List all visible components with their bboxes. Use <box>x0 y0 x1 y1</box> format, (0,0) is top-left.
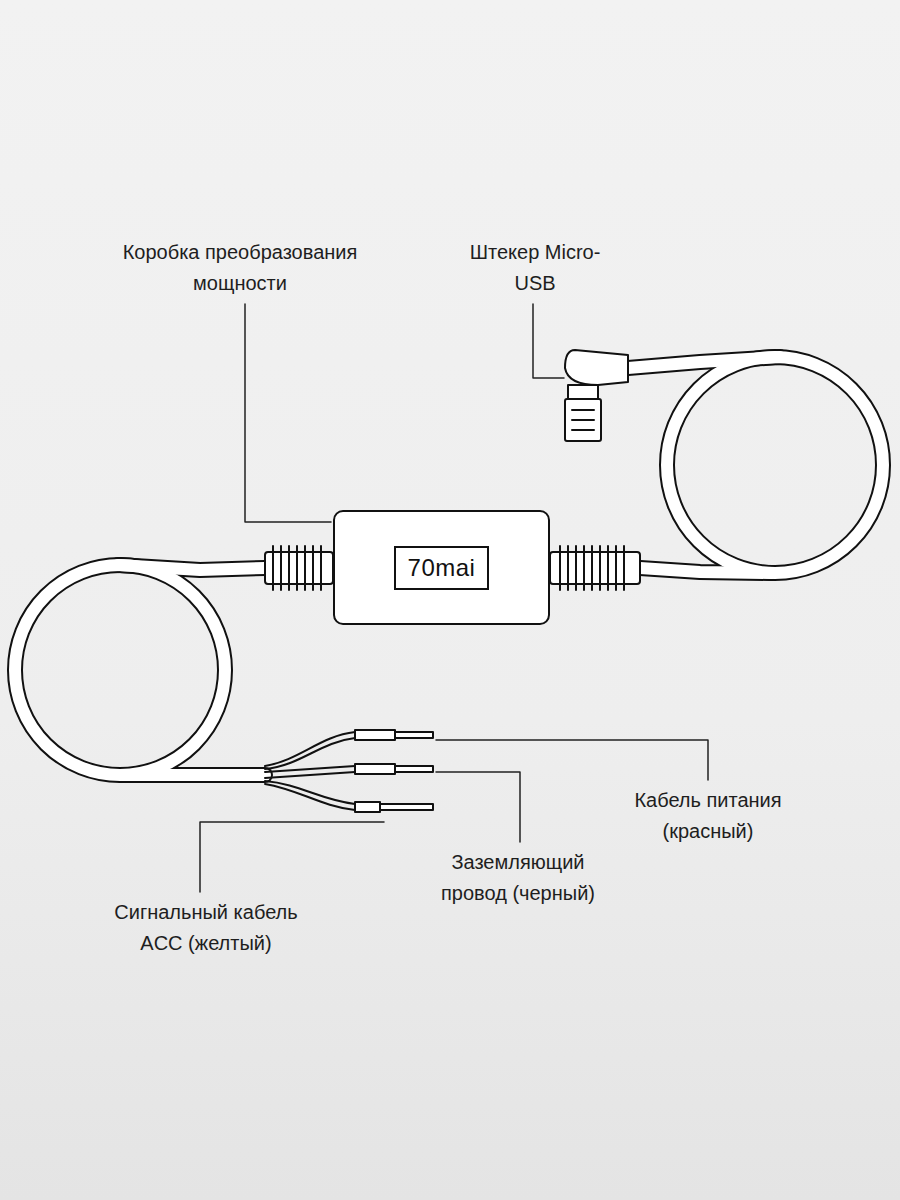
power-converter-box: 70mai <box>333 510 550 625</box>
leader-lines <box>200 304 708 892</box>
brand-logo: 70mai <box>394 546 490 590</box>
wire-split <box>265 732 355 810</box>
grip-ridges <box>273 546 624 590</box>
part-label: Штекер Micro-USB <box>468 237 602 299</box>
wire-tips <box>355 730 433 812</box>
part-label: Заземляющий провод (черный) <box>428 847 608 909</box>
part-label: Сигнальный кабель ACC (желтый) <box>100 897 312 959</box>
part-label: Коробка преобразования мощности <box>110 237 370 299</box>
micro-usb-plug <box>565 350 628 441</box>
part-label: Кабель питания (красный) <box>608 785 808 847</box>
cable-fill <box>15 357 883 775</box>
cable-outline <box>15 357 883 775</box>
